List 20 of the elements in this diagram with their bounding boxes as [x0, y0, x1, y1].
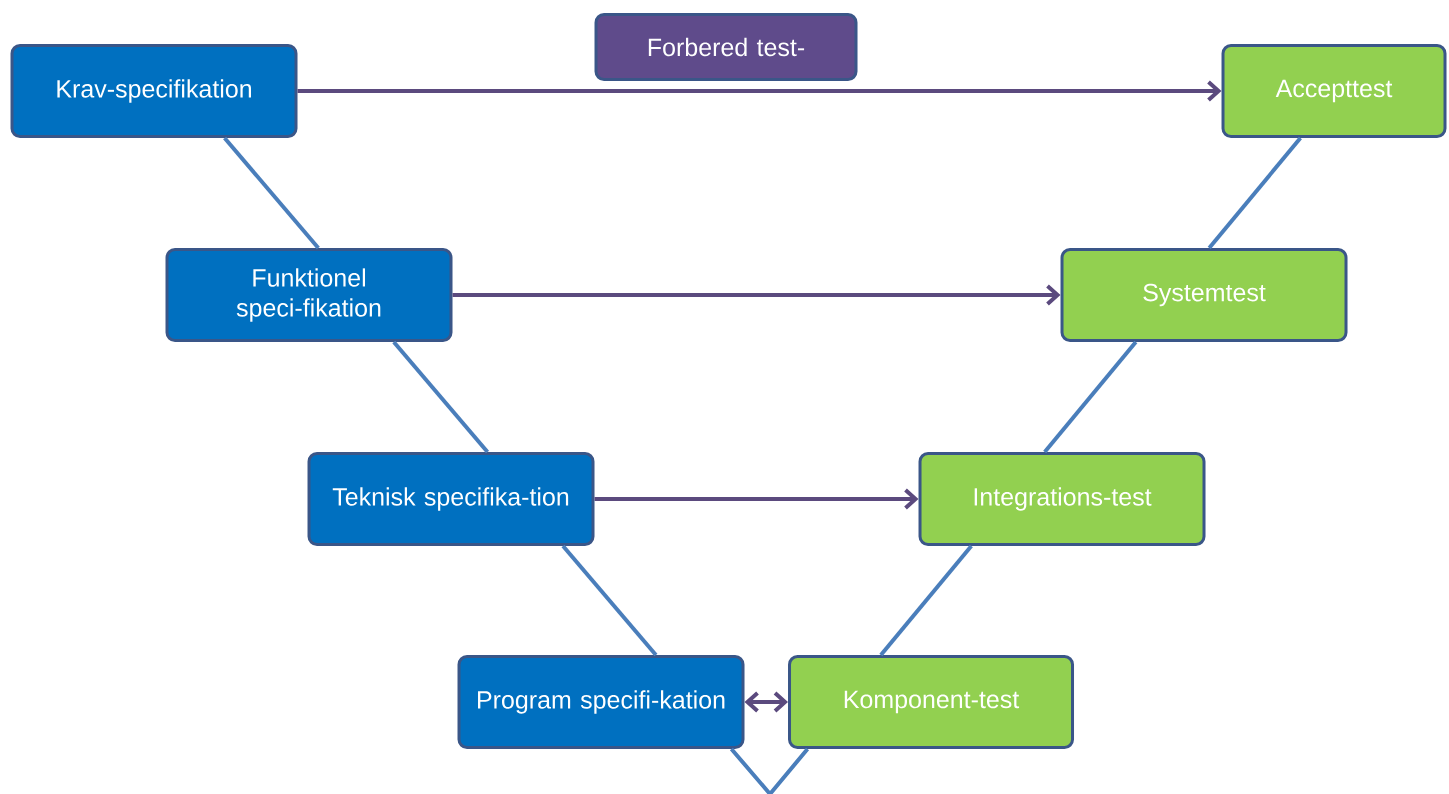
- v-line: [223, 136, 320, 250]
- v-line: [729, 747, 810, 794]
- test-box: Systemtest: [1060, 248, 1348, 342]
- v-line: [1207, 136, 1302, 250]
- arrow: [452, 284, 1061, 306]
- test-box: Integrations-test: [918, 452, 1206, 546]
- title-box: Forbered test-: [594, 13, 858, 81]
- v-line: [392, 340, 490, 454]
- test-box: Komponent-test: [788, 655, 1074, 749]
- v-line: [1043, 340, 1138, 454]
- v-line: [561, 544, 658, 657]
- spec-box: Program specifi-kation: [457, 655, 745, 749]
- spec-box: Krav-specifikation: [10, 44, 298, 138]
- spec-box: Funktionel speci-fikation: [165, 248, 453, 342]
- arrow: [594, 488, 919, 510]
- arrow: [744, 691, 788, 713]
- spec-box: Teknisk specifika-tion: [307, 452, 595, 546]
- arrow: [297, 80, 1222, 102]
- test-box: Accepttest: [1221, 44, 1447, 138]
- v-line: [879, 544, 973, 657]
